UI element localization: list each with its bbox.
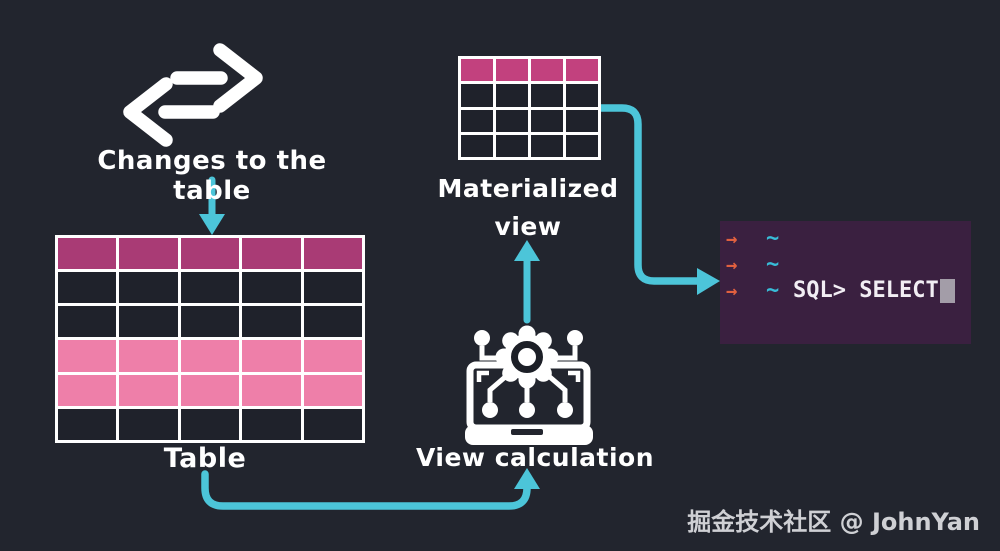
materialized-view-table-header-cell: [566, 59, 598, 82]
tilde-path-icon: ~: [766, 252, 780, 277]
source-table-dark-cell: [119, 272, 178, 304]
terminal-line: →~: [726, 226, 971, 252]
gear-laptop-icon: [465, 325, 593, 445]
materialized-view-table-dark-cell: [461, 134, 493, 157]
source-table-pink-cell: [303, 374, 362, 406]
materialized-view-label-line1: Materialized: [437, 174, 619, 203]
source-table-pink-cell: [303, 340, 362, 372]
materialized-view-table: [458, 56, 601, 160]
view-calculation-label: View calculation: [415, 443, 655, 472]
terminal-line: → ~ SQL> SELECT: [726, 278, 971, 304]
materialized-view-table-dark-cell: [496, 109, 528, 132]
materialized-view-table-dark-cell: [531, 109, 563, 132]
source-table-header-cell: [242, 238, 301, 270]
materialized-view-table-dark-cell: [566, 84, 598, 107]
materialized-view-table-header-cell: [496, 59, 528, 82]
source-table-pink-cell: [242, 340, 301, 372]
source-table-dark-cell: [58, 272, 117, 304]
tilde-path-icon: ~: [766, 226, 780, 251]
source-table-header-cell: [58, 238, 117, 270]
source-table-label: Table: [163, 443, 247, 474]
source-table-dark-cell: [242, 272, 301, 304]
sql-terminal-window: →~→~→~SQL> SELECT: [720, 221, 971, 344]
terminal-line: →~: [726, 252, 971, 278]
source-table-dark-cell: [119, 306, 178, 338]
terminal-block-cursor: [939, 279, 955, 303]
changes-label: Changes to the table: [97, 146, 327, 206]
materialized-view-table-dark-cell: [566, 134, 598, 157]
watermark: 掘金技术社区 @ JohnYan: [687, 508, 980, 536]
source-table-dark-cell: [180, 306, 240, 338]
mv-to-terminal-connector: [597, 104, 720, 295]
source-table-dark-cell: [303, 408, 362, 440]
source-table-dark-cell: [242, 306, 301, 338]
prompt-arrow-icon: →: [726, 228, 738, 250]
materialized-view-table-dark-cell: [461, 109, 493, 132]
prompt-arrow-icon: →: [726, 254, 738, 276]
source-table-dark-cell: [58, 306, 117, 338]
table-to-viewcalc-connector: [201, 468, 540, 510]
materialized-view-table-dark-cell: [461, 84, 493, 107]
materialized-view-table-dark-cell: [566, 109, 598, 132]
terminal-command-text: SQL> SELECT: [793, 278, 939, 303]
prompt-arrow-icon: →: [726, 280, 738, 302]
source-table-pink-cell: [119, 374, 178, 406]
materialized-view-table-dark-cell: [496, 84, 528, 107]
source-table-dark-cell: [119, 408, 178, 440]
materialized-view-table-dark-cell: [496, 134, 528, 157]
materialized-view-table-dark-cell: [531, 84, 563, 107]
source-table-header-cell: [119, 238, 178, 270]
materialized-view-table-header-cell: [461, 59, 493, 82]
source-table: [55, 235, 365, 443]
source-table-pink-cell: [180, 374, 240, 406]
source-table-dark-cell: [303, 306, 362, 338]
source-table-pink-cell: [180, 340, 240, 372]
source-table-header-cell: [180, 238, 240, 270]
source-table-dark-cell: [242, 408, 301, 440]
tilde-path-icon: ~: [766, 278, 780, 303]
source-table-dark-cell: [303, 272, 362, 304]
source-table-pink-cell: [242, 374, 301, 406]
materialized-view-table-header-cell: [531, 59, 563, 82]
materialized-view-label: Materialized view: [428, 170, 628, 246]
materialized-view-label-line2: view: [494, 212, 562, 241]
sync-arrows-icon: [123, 43, 263, 147]
source-table-header-cell: [303, 238, 362, 270]
source-table-dark-cell: [58, 408, 117, 440]
source-table-pink-cell: [119, 340, 178, 372]
source-table-pink-cell: [58, 374, 117, 406]
materialized-view-table-dark-cell: [531, 134, 563, 157]
source-table-dark-cell: [180, 272, 240, 304]
changes-to-table-connector: [199, 176, 225, 235]
source-table-dark-cell: [180, 408, 240, 440]
source-table-pink-cell: [58, 340, 117, 372]
viewcalc-to-mv-connector: [514, 240, 540, 324]
